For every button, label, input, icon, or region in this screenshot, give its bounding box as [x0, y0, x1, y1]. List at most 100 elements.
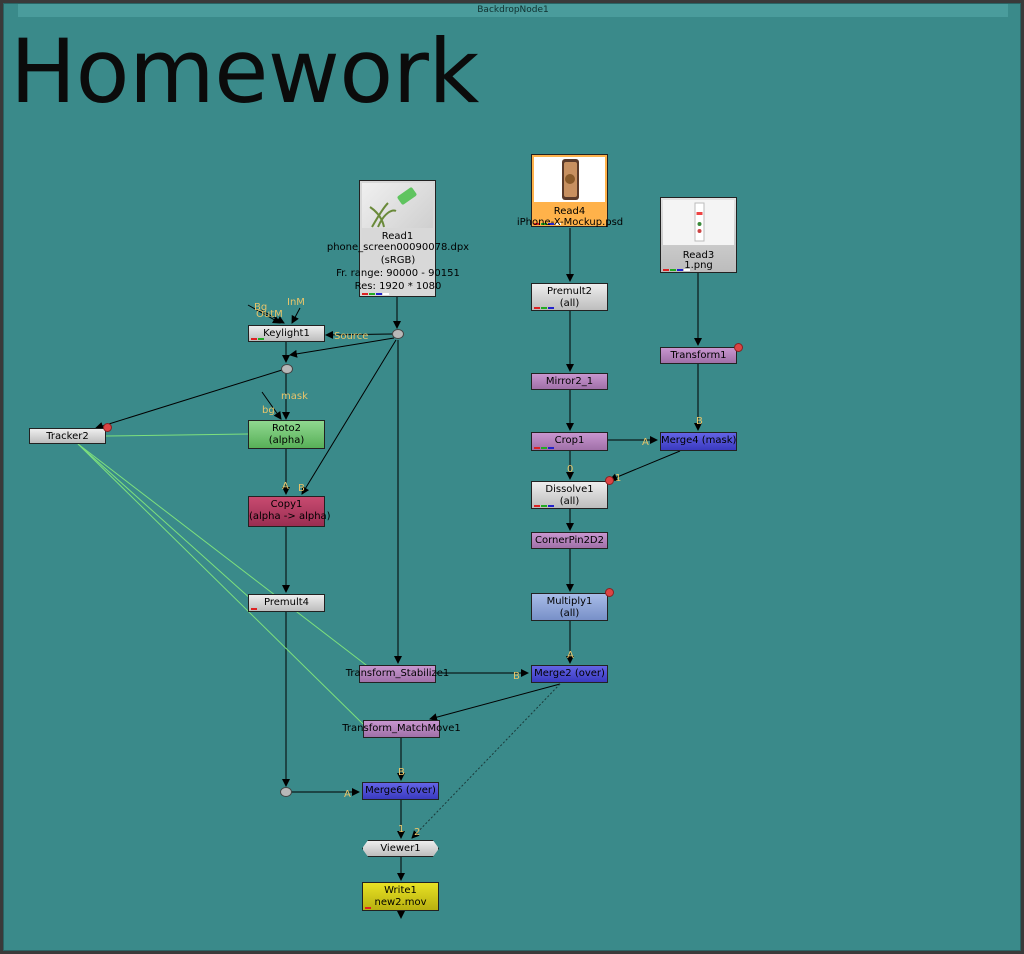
multiply1-sub: (all) [559, 608, 580, 619]
transform-matchmove1-label: Transform_MatchMove1 [342, 723, 461, 734]
read4-filename: iPhone-X-Mockup.psd [516, 217, 624, 228]
transform1-label: Transform1 [670, 350, 727, 361]
mirror2-1-node[interactable]: Mirror2_1 [531, 373, 608, 390]
input-label-inm: InM [287, 297, 305, 308]
premult2-sub: (all) [559, 298, 580, 309]
dissolve1-warning-icon [605, 476, 614, 485]
read1-frame-range: Fr. range: 90000 - 90151 [336, 268, 460, 279]
read1-node[interactable]: Read1 [359, 180, 436, 297]
merge2-label: Merge2 (over) [534, 668, 605, 679]
input-label-dissolve-1: 1 [615, 473, 622, 484]
transform-stabilize1-label: Transform_Stabilize1 [345, 668, 450, 679]
read4-channels [534, 223, 561, 225]
dissolve1-label: Dissolve1 [545, 484, 594, 495]
backdrop-label: Homework [10, 20, 479, 123]
viewer1-node[interactable]: Viewer1 [362, 840, 439, 857]
crop1-label: Crop1 [554, 435, 585, 446]
transform1-warning-icon [734, 343, 743, 352]
phone-mockup-icon [562, 159, 579, 200]
input-label-bg: Bg [254, 302, 268, 313]
transform1-node[interactable]: Transform1 [660, 347, 737, 364]
input-label-viewer-1: 1 [398, 824, 405, 835]
input-label-merge2-b: B [513, 671, 520, 682]
copy1-node[interactable]: Copy1 (alpha -> alpha) [248, 496, 331, 527]
input-label-bg-roto: bg [262, 405, 275, 416]
read4-title: Read4 [553, 206, 586, 217]
crop1-node[interactable]: Crop1 [531, 432, 608, 451]
read1-thumbnail [362, 183, 433, 228]
input-label-merge4-b: B [696, 416, 703, 427]
tracker2-label: Tracker2 [46, 431, 89, 442]
merge6-label: Merge6 (over) [365, 785, 436, 796]
premult2-label: Premult2 [546, 286, 593, 297]
write1-filename: new2.mov [374, 897, 427, 908]
dot-read1[interactable] [392, 329, 404, 339]
input-label-merge6-a: A [344, 789, 351, 800]
premult2-channels [534, 307, 554, 309]
input-label-copy-a: A [282, 481, 289, 492]
input-label-merge4-a: A [642, 437, 649, 448]
keylight1-label: Keylight1 [263, 328, 310, 339]
cornerpin2d2-label: CornerPin2D2 [535, 535, 604, 546]
multiply1-label: Multiply1 [546, 596, 593, 607]
roto2-sub: (alpha) [268, 435, 305, 446]
multiply1-node[interactable]: Multiply1 (all) [531, 593, 608, 621]
viewer1-label: Viewer1 [380, 843, 421, 854]
transform-stabilize1-node[interactable]: Transform_Stabilize1 [346, 665, 449, 683]
read4-thumbnail [534, 157, 605, 202]
roto2-label: Roto2 [271, 423, 302, 434]
copy1-label: Copy1 [270, 499, 303, 510]
dissolve1-channels [534, 505, 554, 507]
keylight1-node[interactable]: Keylight1 [248, 325, 325, 342]
plant-phone-icon [369, 187, 417, 228]
read3-title: Read3 [682, 250, 715, 261]
premult4-channels [251, 608, 257, 610]
merge2-node[interactable]: Merge2 (over) [531, 665, 608, 683]
read3-thumbnail [663, 200, 734, 245]
transform-matchmove1-node[interactable]: Transform_MatchMove1 [342, 720, 461, 738]
read1-resolution: Res: 1920 * 1080 [354, 281, 442, 292]
input-label-viewer-2: 2 [414, 827, 421, 838]
input-label-source: Source [334, 331, 369, 342]
input-label-merge6-b: B [398, 767, 405, 778]
write1-label: Write1 [384, 885, 417, 896]
input-label-dissolve-0: 0 [567, 464, 574, 475]
tracker2-warning-icon [103, 423, 112, 432]
crop1-channels [534, 447, 554, 449]
backdrop-title[interactable]: BackdropNode1 [18, 4, 1008, 17]
roto2-node[interactable]: Roto2 (alpha) [248, 420, 325, 449]
premult2-node[interactable]: Premult2 (all) [531, 283, 608, 311]
dissolve1-node[interactable]: Dissolve1 (all) [531, 481, 608, 509]
read3-filename: 1.png [684, 260, 713, 271]
multiply1-warning-icon [605, 588, 614, 597]
dot-keylight[interactable] [281, 364, 293, 374]
backdrop-node[interactable] [3, 3, 1021, 951]
read3-channels [663, 269, 690, 271]
write1-node[interactable]: Write1 new2.mov [362, 882, 439, 911]
input-label-outm: OutM [256, 309, 283, 320]
copy1-sub: (alpha -> alpha) [249, 511, 331, 522]
read3-node[interactable]: Read3 1.png [660, 197, 737, 273]
mirror2-1-label: Mirror2_1 [545, 376, 594, 387]
read4-node[interactable]: Read4 [531, 154, 608, 227]
cornerpin2d2-node[interactable]: CornerPin2D2 [531, 532, 608, 549]
merge6-node[interactable]: Merge6 (over) [362, 782, 439, 800]
input-label-merge2-a: A [567, 650, 574, 661]
read1-channels [362, 293, 389, 295]
phone-ui-icon [694, 202, 705, 242]
merge4-label: Merge4 (mask) [661, 435, 737, 446]
write1-channels [365, 907, 371, 909]
keylight1-channels [251, 338, 264, 340]
tracker2-node[interactable]: Tracker2 [29, 428, 106, 444]
dot-premult4[interactable] [280, 787, 292, 797]
read1-colorspace: (sRGB) [380, 255, 416, 266]
premult4-label: Premult4 [263, 597, 310, 608]
input-label-mask: mask [281, 391, 308, 402]
premult4-node[interactable]: Premult4 [248, 594, 325, 612]
read1-title: Read1 [381, 231, 414, 242]
merge4-node[interactable]: Merge4 (mask) [660, 432, 737, 451]
input-label-copy-b: B [298, 483, 305, 494]
read1-filename: phone_screen00090078.dpx [326, 242, 470, 253]
dissolve1-sub: (all) [559, 496, 580, 507]
